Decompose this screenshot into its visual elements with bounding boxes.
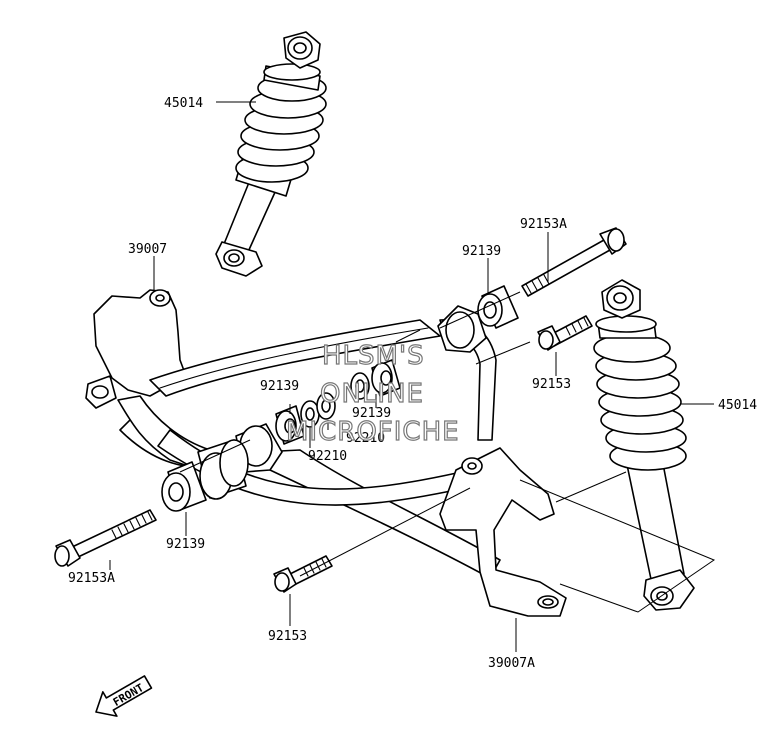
bushing-top-right[interactable] — [477, 285, 519, 329]
label-bushing-center-b: 92139 — [352, 406, 391, 421]
bolt-left[interactable] — [54, 509, 157, 567]
front-arrow: FRONT — [95, 675, 153, 717]
label-washer-b: 92210 — [308, 449, 347, 464]
watermark-line-3: MICROFICHE — [286, 417, 460, 447]
label-shock-top: 45014 — [164, 96, 203, 111]
suspension-arm[interactable] — [85, 289, 567, 617]
label-bolt-top-right: 92153A — [520, 217, 567, 232]
washer-c[interactable] — [350, 372, 370, 400]
shock-absorber-top-left[interactable] — [215, 31, 327, 277]
bushing-center-b[interactable] — [371, 359, 401, 397]
label-bracket-right: 39007A — [488, 656, 535, 671]
label-bolt-mid-right: 92153 — [532, 377, 571, 392]
bolt-top-right[interactable] — [521, 227, 627, 297]
washer-b[interactable] — [316, 392, 336, 420]
label-shock-right: 45014 — [718, 398, 757, 413]
label-bushing-top-right: 92139 — [462, 244, 501, 259]
watermark-line-2: ONLINE — [320, 379, 424, 409]
label-washer-a: 92210 — [346, 431, 385, 446]
leader-lines — [109, 101, 714, 652]
label-bolt-left: 92153A — [68, 571, 115, 586]
bushing-left-outer[interactable] — [197, 439, 249, 500]
watermark: HLSM'S ONLINE MICROFICHE — [285, 340, 460, 447]
label-bushing-center-a: 92139 — [260, 379, 299, 394]
guide-lines — [179, 291, 716, 613]
bushing-left[interactable] — [161, 461, 207, 512]
bolt-mid-right[interactable] — [537, 315, 593, 351]
label-bushing-left: 92139 — [166, 537, 205, 552]
watermark-line-1: HLSM'S — [322, 341, 425, 371]
label-bolt-bottom: 92153 — [268, 629, 307, 644]
label-bracket-left: 39007 — [128, 242, 167, 257]
bushing-center-a[interactable] — [275, 405, 305, 445]
shock-absorber-right[interactable] — [593, 279, 695, 611]
